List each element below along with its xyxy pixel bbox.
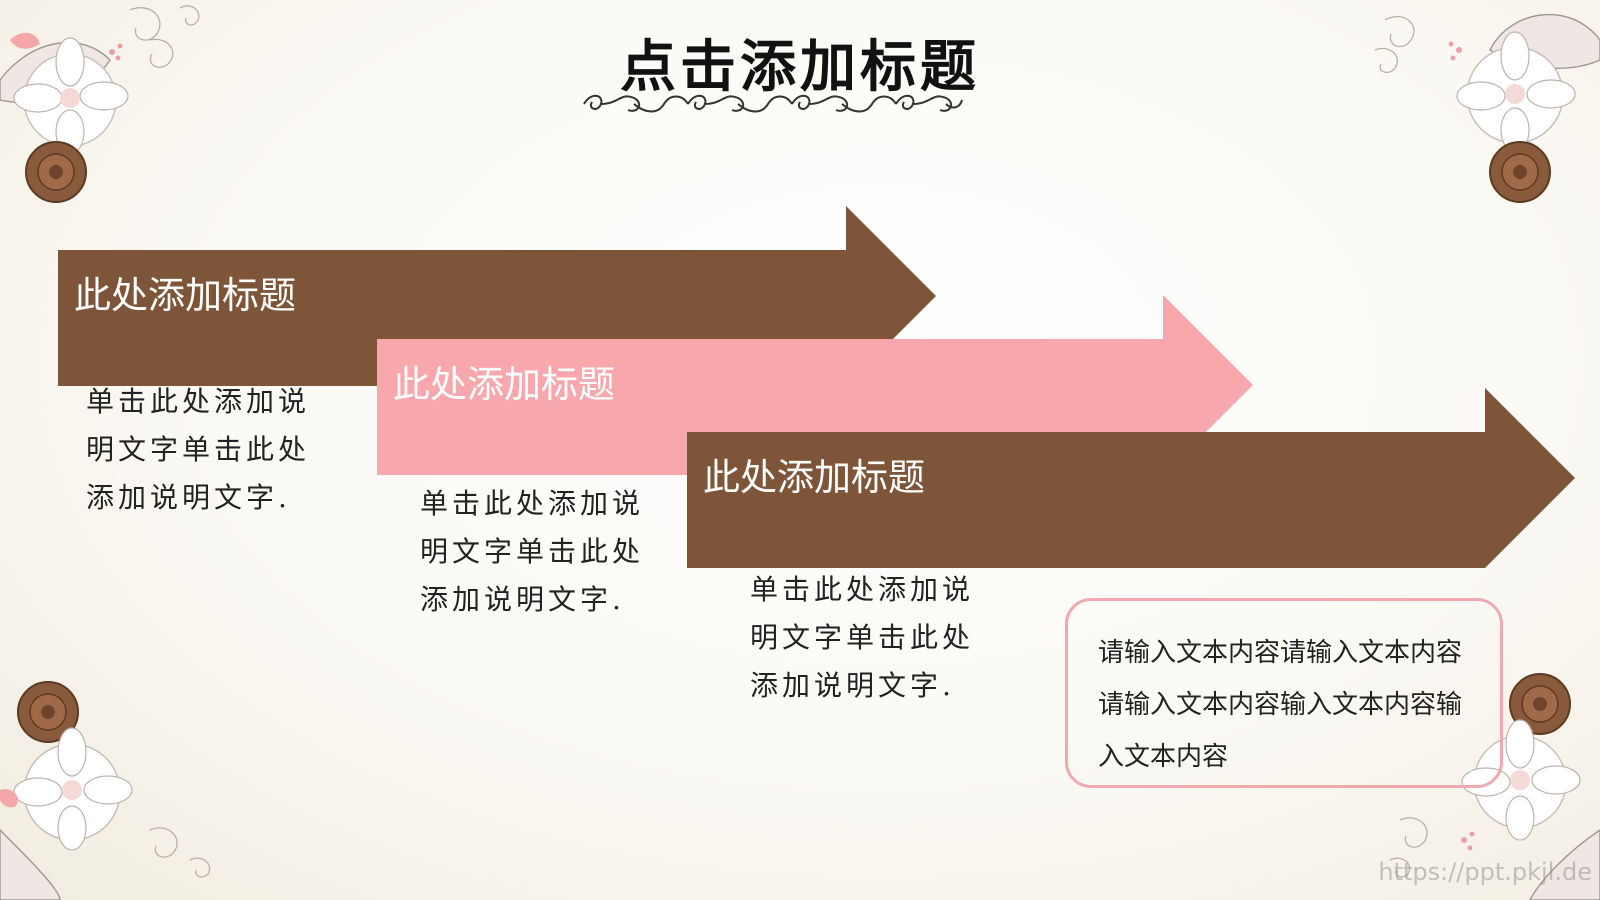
- step-arrow-3[interactable]: 此处添加标题: [687, 388, 1577, 568]
- floral-corner-top-right: [1374, 13, 1600, 203]
- step-heading-2[interactable]: 此处添加标题: [393, 363, 615, 406]
- floral-corner-top-left: [0, 5, 200, 203]
- page-title[interactable]: 点击添加标题: [620, 35, 980, 100]
- step-description-2[interactable]: 单击此处添加说明文字单击此处添加说明文字.: [420, 487, 645, 616]
- arrow-shape: [377, 295, 1253, 475]
- step-heading-1[interactable]: 此处添加标题: [74, 274, 296, 317]
- step-heading-3[interactable]: 此处添加标题: [703, 456, 925, 499]
- floral-corner-bottom-left: [0, 681, 211, 900]
- step-arrow-2[interactable]: 此处添加标题: [377, 295, 1257, 475]
- title-ornament: [583, 94, 963, 113]
- arrow-shape: [687, 388, 1575, 568]
- note-box[interactable]: 请输入文本内容请输入文本内容请输入文本内容输入文本内容输入文本内容: [1065, 598, 1503, 788]
- step-description-3[interactable]: 单击此处添加说明文字单击此处添加说明文字.: [750, 573, 975, 702]
- watermark-text: https://ppt.pkjl.de: [1378, 858, 1592, 886]
- note-text[interactable]: 请输入文本内容请输入文本内容请输入文本内容输入文本内容输入文本内容: [1098, 638, 1463, 772]
- step-description-1[interactable]: 单击此处添加说明文字单击此处添加说明文字.: [86, 385, 311, 514]
